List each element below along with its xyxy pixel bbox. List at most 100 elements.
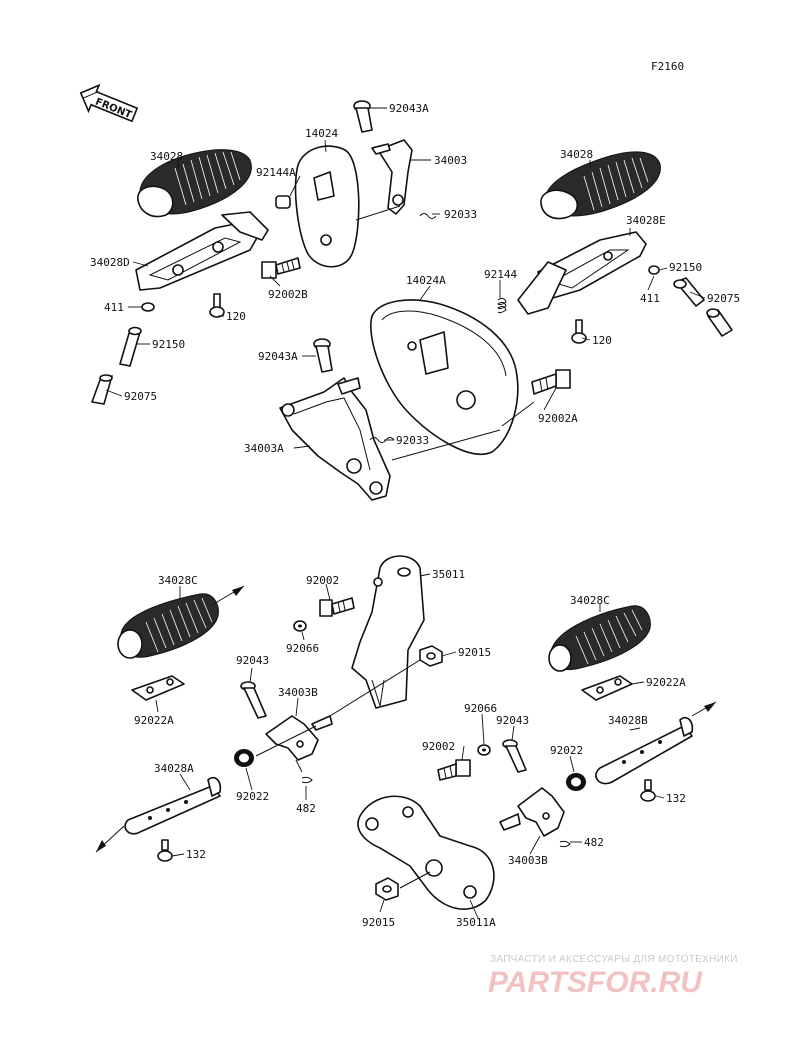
label-92002-bottom: 92002 xyxy=(422,740,455,753)
label-34028E: 34028E xyxy=(626,214,666,227)
clip-482-right xyxy=(559,840,571,848)
label-132-left: 132 xyxy=(186,848,206,861)
label-34003B-left: 34003B xyxy=(278,686,318,699)
label-411-right: 411 xyxy=(640,292,660,305)
spring-92033-mid xyxy=(369,437,395,443)
cap-92075-left xyxy=(91,374,113,405)
spring-92144A xyxy=(275,195,291,209)
label-92075-left: 92075 xyxy=(124,390,157,403)
nut-92015-bottom xyxy=(375,877,399,901)
bracket-34003B-right xyxy=(499,787,565,837)
label-34028-right: 34028 xyxy=(560,148,593,161)
label-34003A: 34003A xyxy=(244,442,284,455)
plate-92022A-right xyxy=(581,675,633,701)
label-92144A: 92144A xyxy=(256,166,296,179)
pin-92043-right xyxy=(502,739,527,773)
label-34028B: 34028B xyxy=(608,714,648,727)
bracket-34003 xyxy=(371,139,413,215)
label-92066-left: 92066 xyxy=(286,642,319,655)
bolt-132-left xyxy=(157,839,173,862)
spring-92033-top xyxy=(419,213,437,219)
label-482-right: 482 xyxy=(584,836,604,849)
label-35011: 35011 xyxy=(432,568,465,581)
washer-92022-left xyxy=(234,749,254,767)
pin-92043-left xyxy=(240,681,267,719)
front-arrow-icon: FRONT xyxy=(79,83,139,123)
footpeg-34028D xyxy=(135,211,269,291)
figure-code: F2160 xyxy=(651,60,684,73)
label-120-left: 120 xyxy=(226,310,246,323)
watermark-caption: ЗАПЧАСТИ И АКСЕССУАРЫ ДЛЯ МОТОТЕХНИКИ xyxy=(490,954,738,965)
washer-411-right xyxy=(648,265,660,275)
label-92066-right: 92066 xyxy=(464,702,497,715)
bracket-35011 xyxy=(351,555,425,709)
label-92022A-right: 92022A xyxy=(646,676,686,689)
label-92002B: 92002B xyxy=(268,288,308,301)
label-482-left: 482 xyxy=(296,802,316,815)
washer-92066-left xyxy=(293,620,307,632)
label-92043-right: 92043 xyxy=(496,714,529,727)
bolt-92002A xyxy=(531,369,571,395)
heel-guard-14024 xyxy=(294,145,360,268)
label-34028-left: 34028 xyxy=(150,150,183,163)
label-92033-mid: 92033 xyxy=(396,434,429,447)
label-14024A: 14024A xyxy=(406,274,446,287)
lower-assembly xyxy=(95,555,717,910)
footpeg-rubber-34028C-right xyxy=(548,605,651,672)
label-34028C-left: 34028C xyxy=(158,574,198,587)
spring-92144 xyxy=(497,297,507,314)
bolt-92002-top xyxy=(319,597,355,617)
label-411-left: 411 xyxy=(104,301,124,314)
footpeg-34028B xyxy=(595,701,717,785)
bolt-132-right xyxy=(640,779,656,802)
label-92022A-left: 92022A xyxy=(134,714,174,727)
label-34028C-right: 34028C xyxy=(570,594,610,607)
pin-92150-right xyxy=(673,277,705,307)
footpeg-rubber-34028C-left xyxy=(117,585,245,659)
label-92150-left: 92150 xyxy=(152,338,185,351)
label-34028A: 34028A xyxy=(154,762,194,775)
label-92043A-mid: 92043A xyxy=(258,350,298,363)
label-34028D: 34028D xyxy=(90,256,130,269)
label-92075-right: 92075 xyxy=(707,292,740,305)
label-132-right: 132 xyxy=(666,792,686,805)
plate-92022A-left xyxy=(131,675,185,701)
label-14024: 14024 xyxy=(305,127,338,140)
label-92144: 92144 xyxy=(484,268,517,281)
label-92015-top: 92015 xyxy=(458,646,491,659)
cap-92075-right xyxy=(706,308,733,337)
label-92002A: 92002A xyxy=(538,412,578,425)
bolt-92002-bottom xyxy=(437,759,471,781)
pin-92150-left xyxy=(119,326,142,367)
label-92043-left: 92043 xyxy=(236,654,269,667)
label-92150-right: 92150 xyxy=(669,261,702,274)
bracket-34003A xyxy=(279,377,391,501)
bracket-34003B-left xyxy=(265,715,333,773)
washer-411-left xyxy=(141,302,155,312)
footpeg-rubber-34028-left xyxy=(137,149,252,218)
footpeg-34028A xyxy=(95,776,222,853)
label-92002-top: 92002 xyxy=(306,574,339,587)
label-92022-right: 92022 xyxy=(550,744,583,757)
label-92033-top: 92033 xyxy=(444,208,477,221)
bolt-92002B xyxy=(261,257,301,279)
bolt-92043A-top xyxy=(353,100,373,133)
bolt-92043A-mid xyxy=(313,338,333,373)
nut-92015-top xyxy=(419,645,443,667)
bolt-120-right xyxy=(571,319,587,344)
washer-92022-right xyxy=(566,773,586,791)
label-34003: 34003 xyxy=(434,154,467,167)
leader-lines xyxy=(105,107,706,919)
upper-left-assembly xyxy=(91,100,437,405)
heel-guard-14024A xyxy=(370,299,519,455)
upper-mid-assembly xyxy=(279,205,535,501)
label-92043A-top: 92043A xyxy=(389,102,429,115)
label-120-right: 120 xyxy=(592,334,612,347)
label-34003B-right: 34003B xyxy=(508,854,548,867)
label-35011A: 35011A xyxy=(456,916,496,929)
washer-92066-right xyxy=(477,744,491,756)
bracket-35011A xyxy=(357,795,495,910)
label-92022-left: 92022 xyxy=(236,790,269,803)
